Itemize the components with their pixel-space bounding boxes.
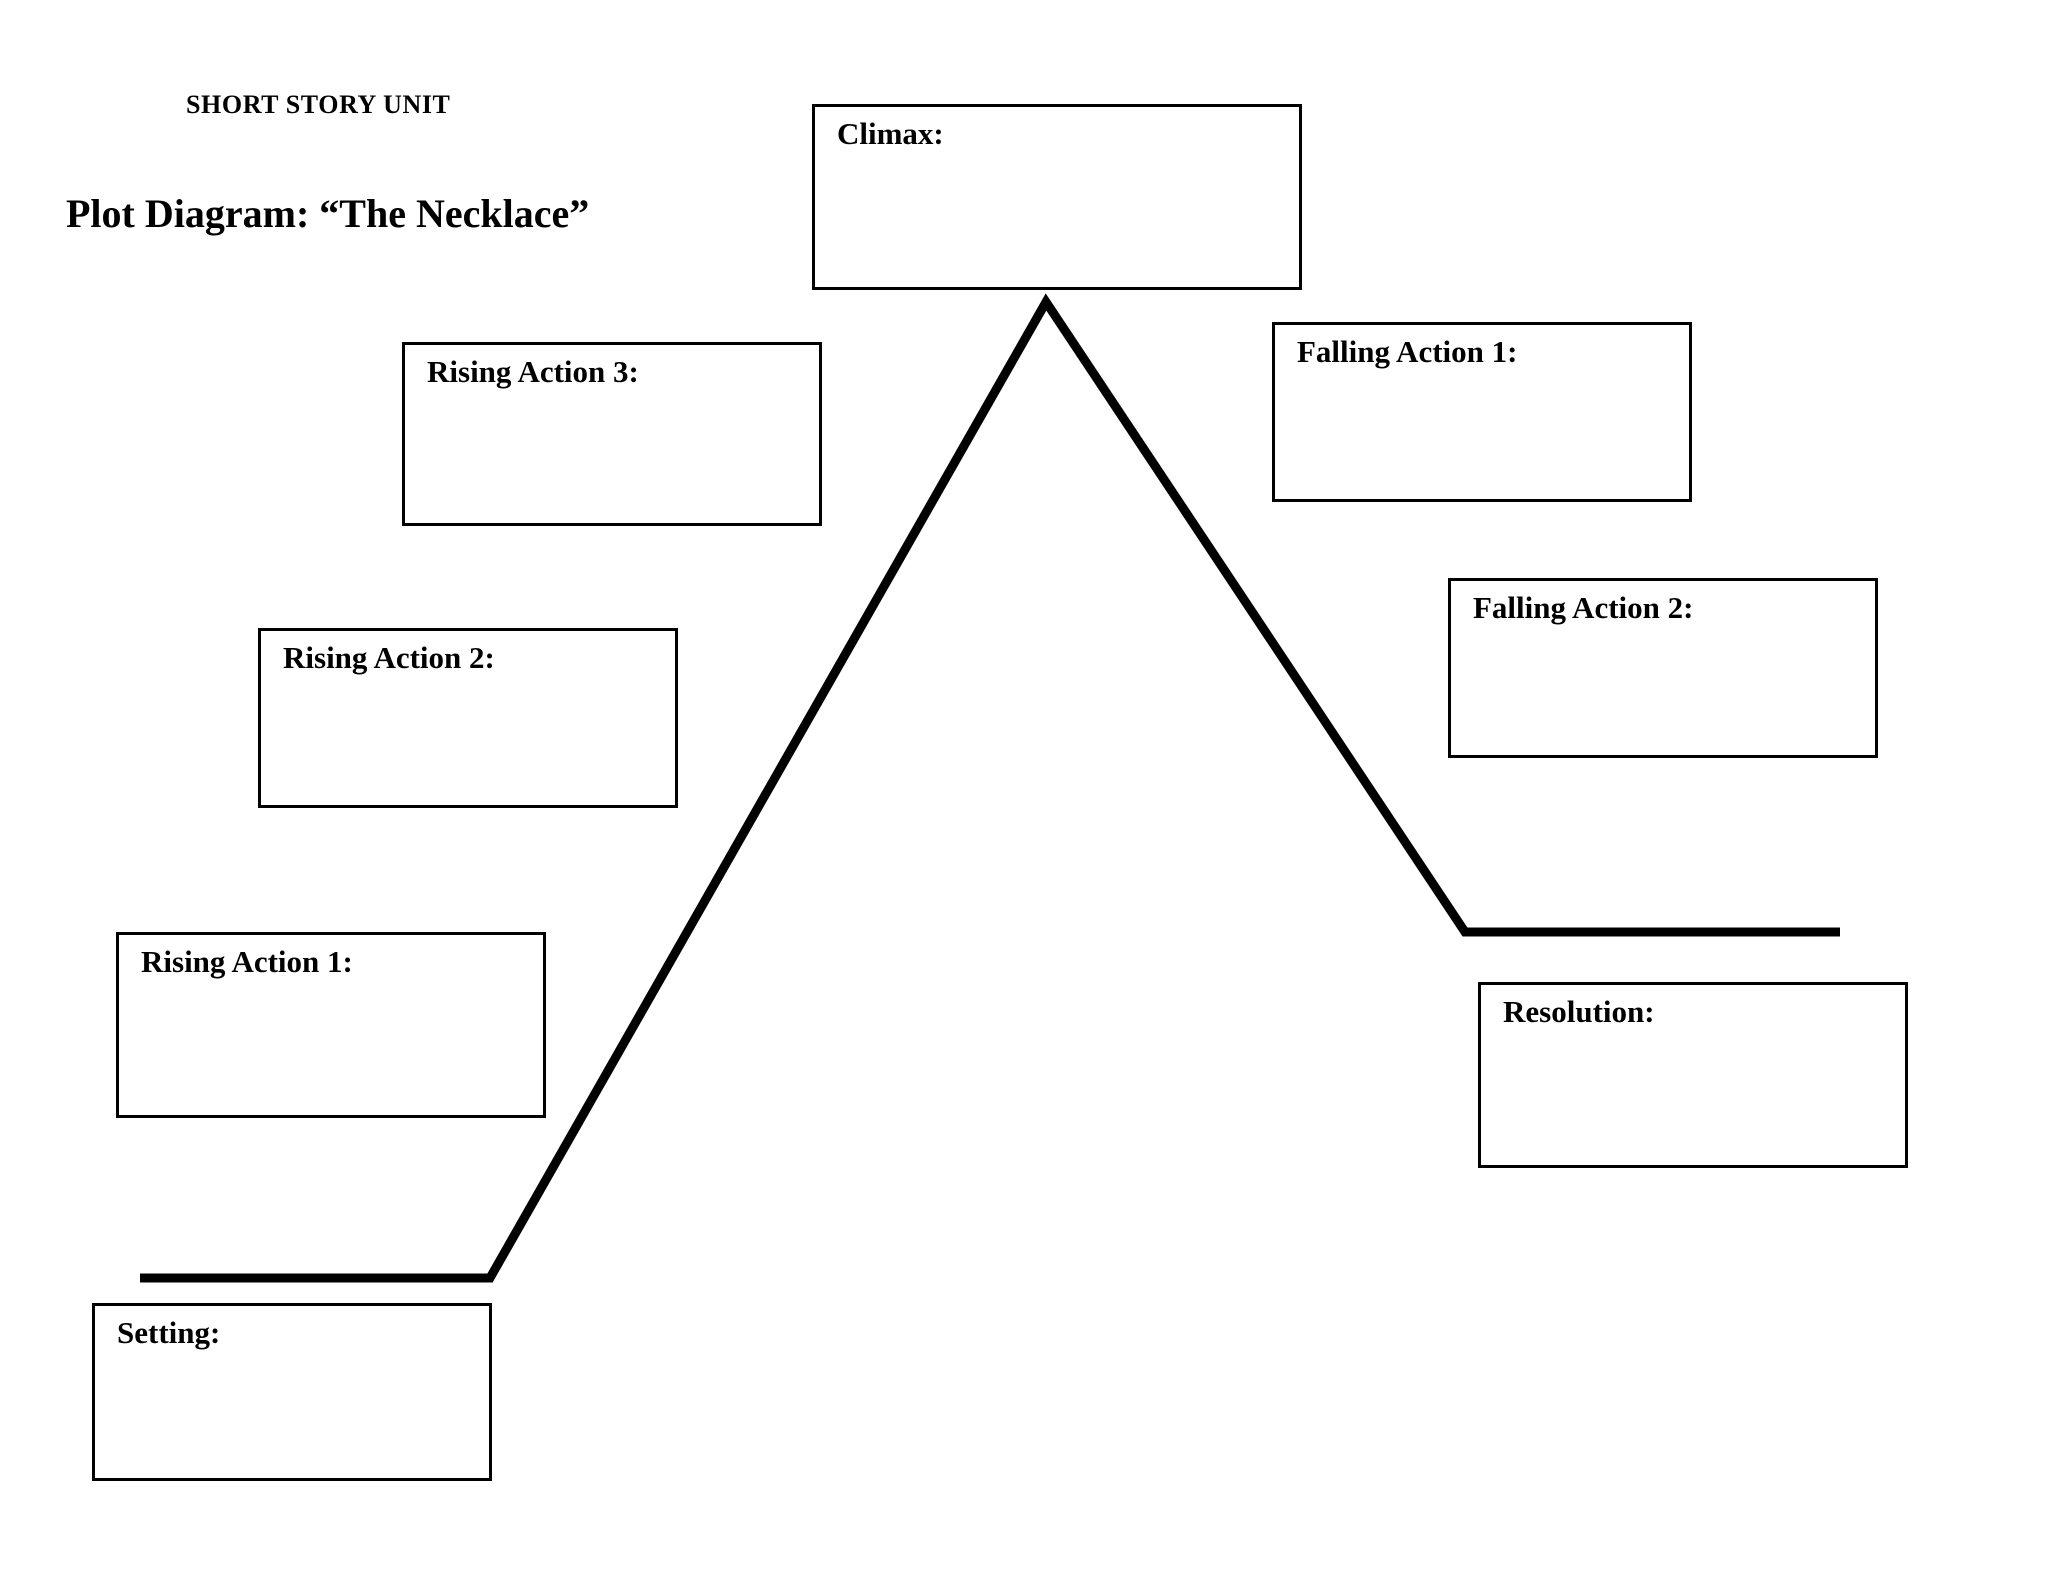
plot-box-falling-action-1[interactable]: Falling Action 1: — [1272, 322, 1692, 502]
unit-label: SHORT STORY UNIT — [186, 90, 451, 119]
plot-box-label-climax: Climax: — [837, 116, 944, 151]
plot-box-rising-action-2[interactable]: Rising Action 2: — [258, 628, 678, 808]
plot-box-label-falling-action-1: Falling Action 1: — [1297, 334, 1518, 369]
plot-box-setting[interactable]: Setting: — [92, 1303, 492, 1481]
plot-box-label-rising-action-1: Rising Action 1: — [141, 944, 353, 979]
plot-box-rising-action-3[interactable]: Rising Action 3: — [402, 342, 822, 526]
plot-box-rising-action-1[interactable]: Rising Action 1: — [116, 932, 546, 1118]
page-title: Plot Diagram: “The Necklace” — [66, 191, 590, 236]
plot-box-label-rising-action-2: Rising Action 2: — [283, 640, 495, 675]
plot-box-label-resolution: Resolution: — [1503, 994, 1655, 1029]
plot-box-resolution[interactable]: Resolution: — [1478, 982, 1908, 1168]
plot-box-label-falling-action-2: Falling Action 2: — [1473, 590, 1694, 625]
plot-box-label-rising-action-3: Rising Action 3: — [427, 354, 639, 389]
plot-box-falling-action-2[interactable]: Falling Action 2: — [1448, 578, 1878, 758]
plot-box-label-setting: Setting: — [117, 1315, 221, 1350]
plot-box-climax[interactable]: Climax: — [812, 104, 1302, 290]
